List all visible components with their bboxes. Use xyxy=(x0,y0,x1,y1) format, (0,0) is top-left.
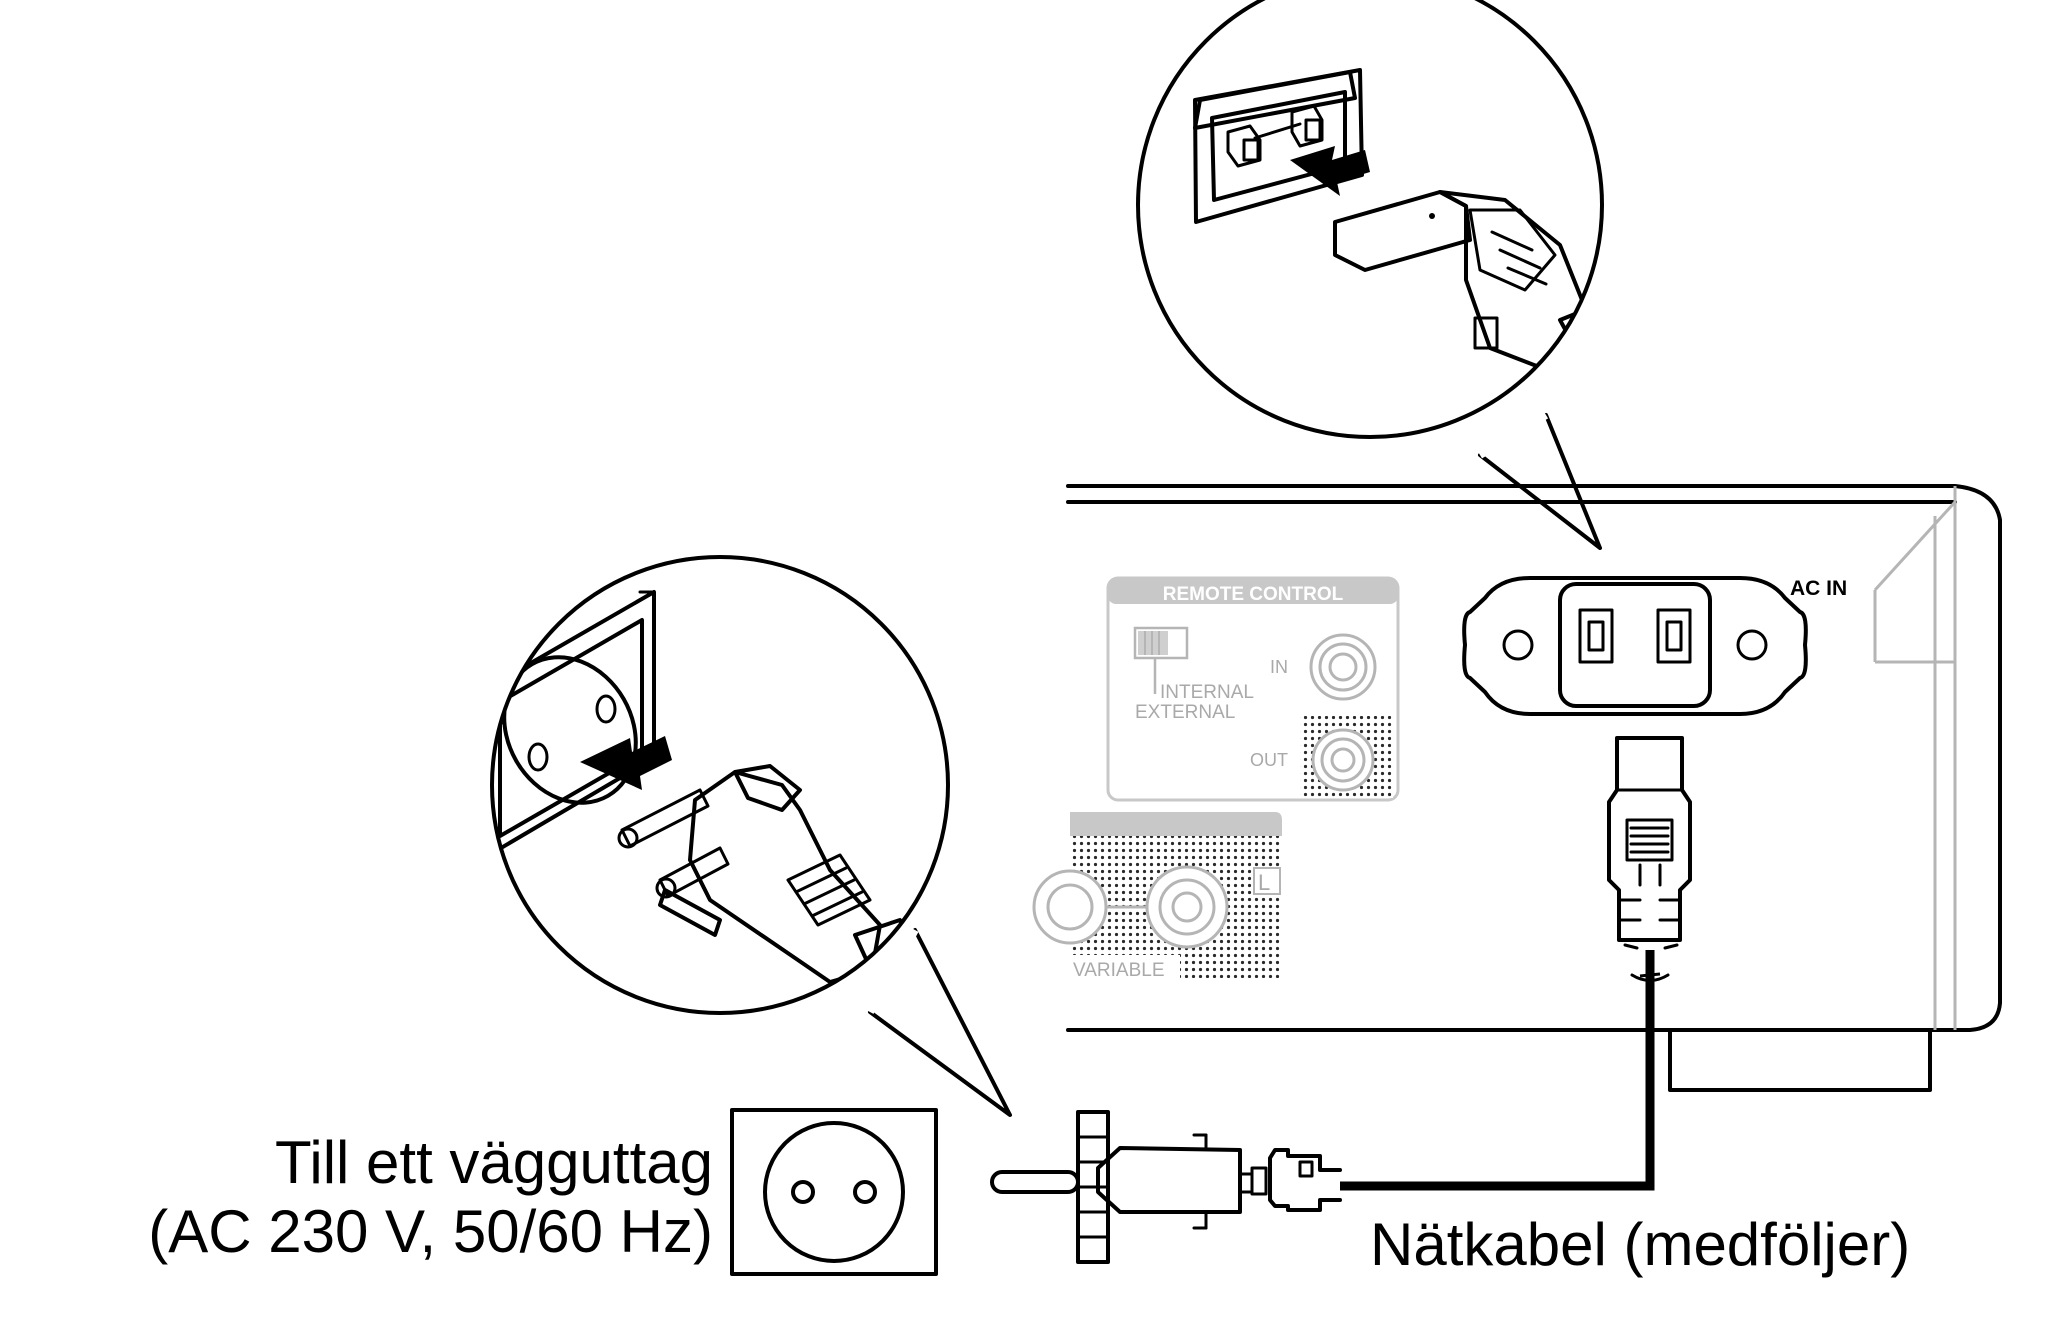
remote-control-heading: REMOTE CONTROL xyxy=(1163,584,1344,605)
variable-l-jack[interactable] xyxy=(1145,865,1229,949)
external-label: EXTERNAL xyxy=(1135,702,1235,723)
wall-socket-detail-callout xyxy=(490,555,1012,1117)
out-label: OUT xyxy=(1250,750,1288,770)
channel-l-label: L xyxy=(1258,870,1270,895)
remote-control-section: REMOTE CONTROL INTERNAL EXTERNAL IN OUT xyxy=(1106,576,1400,802)
variable-r-jack[interactable] xyxy=(1032,869,1108,945)
power-cord xyxy=(1340,950,1655,1191)
variable-label: VARIABLE xyxy=(1073,960,1165,981)
internal-external-switch[interactable] xyxy=(1133,626,1189,694)
wall-outlet-label-line2: (AC 230 V, 50/60 Hz) xyxy=(148,1198,713,1265)
device-rear-panel xyxy=(1066,484,2002,1092)
ac-in-socket[interactable] xyxy=(1462,576,1808,716)
iec-connector-plugged xyxy=(1607,736,1692,982)
schuko-plug-side xyxy=(990,1110,1342,1264)
remote-in-jack[interactable] xyxy=(1309,633,1377,701)
wall-outlet-icon xyxy=(730,1108,938,1276)
in-label: IN xyxy=(1270,657,1288,677)
wall-outlet-label-line1: Till ett vägguttag xyxy=(275,1129,713,1196)
power-cord-label: Nätkabel (medföljer) xyxy=(1370,1211,1910,1278)
variable-output-section: VARIABLE L xyxy=(1032,812,1282,981)
ac-in-label: AC IN xyxy=(1790,577,1847,600)
internal-label: INTERNAL xyxy=(1160,682,1254,703)
remote-out-jack[interactable] xyxy=(1311,728,1375,792)
ac-in-detail-callout xyxy=(1136,0,1604,550)
